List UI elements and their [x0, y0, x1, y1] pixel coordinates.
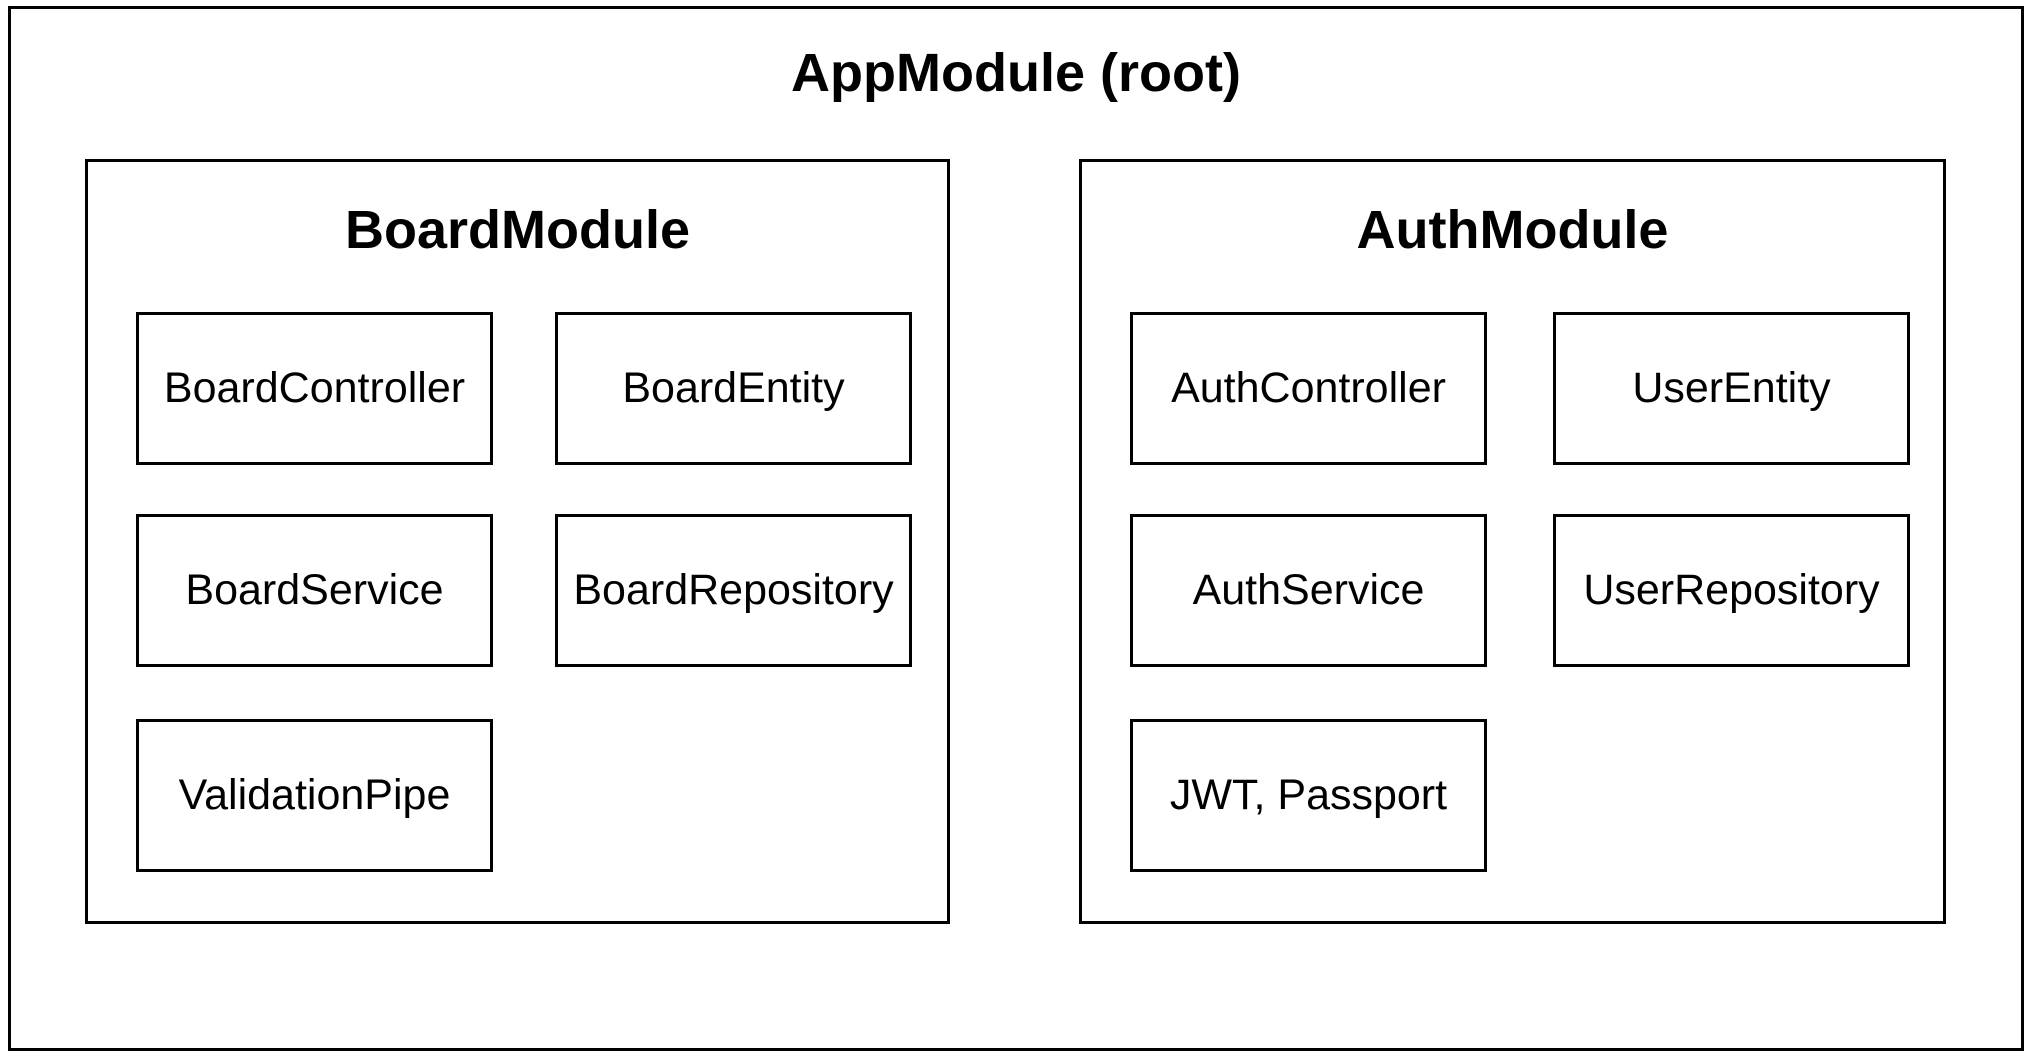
board-module-title: BoardModule	[345, 200, 690, 260]
node-user-repository: UserRepository	[1553, 514, 1910, 667]
node-user-entity: UserEntity	[1553, 312, 1910, 465]
app-module-container: AppModule (root) BoardModule BoardContro…	[8, 6, 2024, 1051]
node-board-service: BoardService	[136, 514, 493, 667]
node-board-repository: BoardRepository	[555, 514, 912, 667]
app-module-title: AppModule (root)	[791, 43, 1241, 103]
board-module-container: BoardModule BoardController BoardEntity …	[85, 159, 950, 924]
node-jwt-passport: JWT, Passport	[1130, 719, 1487, 872]
node-auth-controller: AuthController	[1130, 312, 1487, 465]
node-auth-service: AuthService	[1130, 514, 1487, 667]
node-board-entity: BoardEntity	[555, 312, 912, 465]
auth-module-title: AuthModule	[1356, 200, 1669, 260]
auth-module-container: AuthModule AuthController UserEntity Aut…	[1079, 159, 1946, 924]
node-board-controller: BoardController	[136, 312, 493, 465]
node-validation-pipe: ValidationPipe	[136, 719, 493, 872]
